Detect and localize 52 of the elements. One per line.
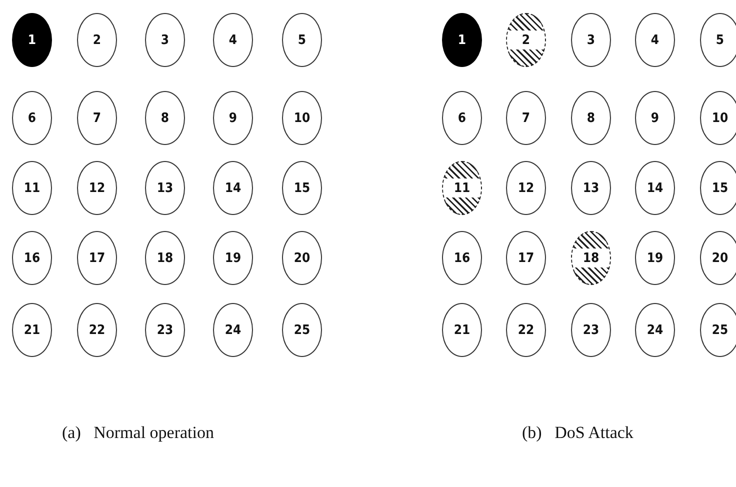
node-circle: 1 bbox=[442, 13, 482, 67]
node-circle: 12 bbox=[506, 161, 546, 215]
node-circle: 9 bbox=[213, 91, 253, 145]
node-circle: 21 bbox=[442, 303, 482, 357]
node-circle: 15 bbox=[282, 161, 322, 215]
node-circle: 2 bbox=[77, 13, 117, 67]
node-circle: 2 bbox=[506, 13, 546, 67]
panel-caption: (b) DoS Attack bbox=[522, 423, 634, 443]
node-circle: 19 bbox=[635, 231, 675, 285]
node-circle: 20 bbox=[282, 231, 322, 285]
node-circle: 8 bbox=[145, 91, 185, 145]
node-circle: 11 bbox=[442, 161, 482, 215]
panel-caption: (a) Normal operation bbox=[62, 423, 214, 443]
node-circle: 23 bbox=[571, 303, 611, 357]
node-circle: 9 bbox=[635, 91, 675, 145]
node-circle: 13 bbox=[571, 161, 611, 215]
node-circle: 6 bbox=[12, 91, 52, 145]
node-circle: 23 bbox=[145, 303, 185, 357]
node-circle: 18 bbox=[571, 231, 611, 285]
node-circle: 7 bbox=[506, 91, 546, 145]
node-circle: 14 bbox=[213, 161, 253, 215]
node-circle: 10 bbox=[282, 91, 322, 145]
node-circle: 21 bbox=[12, 303, 52, 357]
node-circle: 1 bbox=[12, 13, 52, 67]
node-circle: 6 bbox=[442, 91, 482, 145]
node-circle: 18 bbox=[145, 231, 185, 285]
node-circle: 4 bbox=[635, 13, 675, 67]
node-circle: 22 bbox=[506, 303, 546, 357]
node-circle: 5 bbox=[700, 13, 736, 67]
node-circle: 25 bbox=[282, 303, 322, 357]
node-circle: 11 bbox=[12, 161, 52, 215]
node-circle: 17 bbox=[506, 231, 546, 285]
node-circle: 17 bbox=[77, 231, 117, 285]
node-circle: 8 bbox=[571, 91, 611, 145]
node-circle: 24 bbox=[635, 303, 675, 357]
node-circle: 13 bbox=[145, 161, 185, 215]
node-circle: 3 bbox=[145, 13, 185, 67]
node-circle: 7 bbox=[77, 91, 117, 145]
node-circle: 5 bbox=[282, 13, 322, 67]
node-circle: 25 bbox=[700, 303, 736, 357]
node-circle: 15 bbox=[700, 161, 736, 215]
node-circle: 19 bbox=[213, 231, 253, 285]
node-circle: 12 bbox=[77, 161, 117, 215]
node-circle: 20 bbox=[700, 231, 736, 285]
node-circle: 3 bbox=[571, 13, 611, 67]
node-circle: 16 bbox=[12, 231, 52, 285]
node-circle: 16 bbox=[442, 231, 482, 285]
node-circle: 10 bbox=[700, 91, 736, 145]
node-circle: 24 bbox=[213, 303, 253, 357]
node-circle: 4 bbox=[213, 13, 253, 67]
node-circle: 14 bbox=[635, 161, 675, 215]
node-circle: 22 bbox=[77, 303, 117, 357]
